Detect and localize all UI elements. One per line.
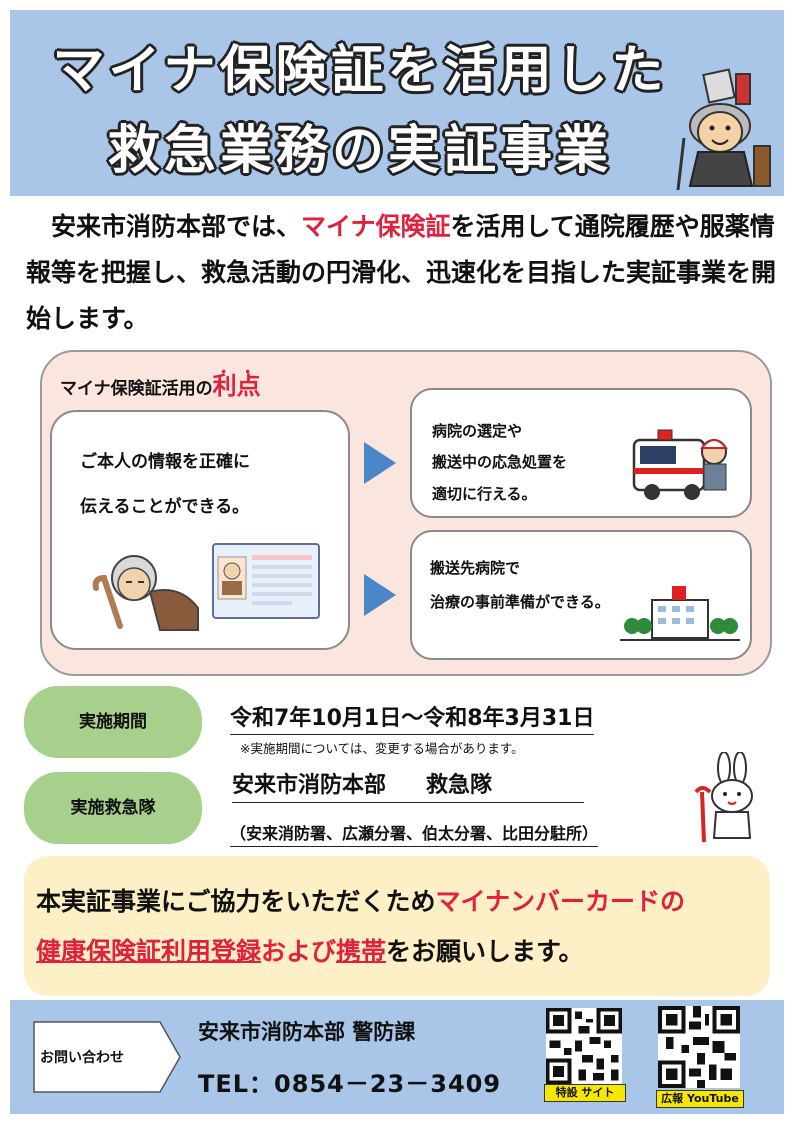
qr-youtube-label: 広報 YouTube [656, 1090, 744, 1108]
contact-phone[interactable]: TEL：0854－23－3409 [198, 1070, 502, 1098]
intro-highlight: マイナ保険証 [301, 212, 451, 241]
request-text-end: をお願いします。 [386, 937, 584, 966]
benefit-r1-line1: 病院の選定や [432, 422, 523, 440]
benefits-heading: マイナ保険証活用の・・利点 [60, 365, 261, 401]
contact-tag-shape [33, 1021, 181, 1093]
intro-paragraph: 安来市消防本部では、マイナ保険証を活用して通院履歴や服薬情報等を把握し、救急活動… [26, 204, 776, 342]
period-note: ※実施期間については、変更する場合があります。 [240, 741, 524, 756]
benefit-r2-line1: 搬送先病院で [430, 559, 521, 577]
team-stations: （安来消防署、広瀬分署、伯太分署、比田分駐所） [230, 820, 599, 847]
period-value: 令和7年10月1日～令和8年3月31日 [230, 700, 595, 735]
ambulance-icon [632, 429, 729, 500]
hospital-icon [620, 586, 740, 641]
team-name: 安来市消防本部 救急隊 [232, 767, 584, 803]
request-text: 本実証事業にご協力をいただくため [36, 887, 436, 916]
arrow-right-icon [364, 442, 396, 484]
emphasis-dot: ・ [216, 365, 231, 381]
intro-text-end: を活用して通院履歴や服薬情報等を把握し、救急活動の円滑化、迅速化を目指した実証事… [26, 212, 777, 333]
team-org: 安来市消防本部 [232, 773, 387, 798]
mascot-samurai-icon [676, 68, 771, 191]
team-label-pill: 実施救急隊 [24, 772, 202, 844]
team-unit: 救急隊 [426, 773, 493, 798]
request-line2: 健康保険証利用登録および携帯をお願いします。 [36, 932, 584, 968]
benefit-r1-line2: 搬送中の応急処置を [432, 453, 568, 471]
request-conjunction: および [261, 937, 337, 966]
page-title-line1: マイナ保険証を活用した [52, 41, 668, 101]
intro-text-start: 安来市消防本部では、 [26, 212, 302, 241]
emphasis-dot: ・ [240, 365, 255, 381]
benefit-r2-line2: 治療の事前準備ができる。 [430, 593, 610, 611]
benefits-heading-prefix: マイナ保険証活用の [60, 379, 213, 399]
rabbit-mascot-icon [694, 752, 753, 843]
benefit-left-line2: 伝えることができる。 [80, 497, 250, 517]
request-highlight-registration: 健康保険証利用登録 [36, 937, 262, 966]
benefits-heading-emphasis-text: 利点 [212, 372, 261, 400]
contact-department: 安来市消防本部 警防課 [198, 1020, 416, 1044]
qr-code-icon[interactable] [658, 1006, 740, 1088]
benefits-heading-emphasis: ・・利点 [212, 365, 261, 400]
page-title-line2: 救急業務の実証事業 [107, 121, 612, 181]
request-highlight-card: マイナンバーカードの [435, 887, 686, 916]
benefit-r1-line3: 適切に行える。 [432, 485, 537, 503]
header-banner [10, 10, 784, 196]
qr-site-label: 特設 サイト [544, 1084, 626, 1102]
request-line1: 本実証事業にご協力をいただくためマイナンバーカードの [36, 882, 685, 918]
request-highlight-carry: 携帯 [336, 937, 387, 966]
qr-code-icon[interactable] [546, 1008, 622, 1084]
contact-label: お問い合わせ [40, 1050, 124, 1066]
period-label-pill: 実施期間 [24, 686, 202, 758]
request-panel [24, 856, 770, 996]
arrow-right-icon [364, 574, 396, 616]
benefit-left-line1: ご本人の情報を正確に [80, 452, 250, 472]
elderly-person-icon [92, 555, 199, 631]
id-card-icon [212, 543, 320, 619]
